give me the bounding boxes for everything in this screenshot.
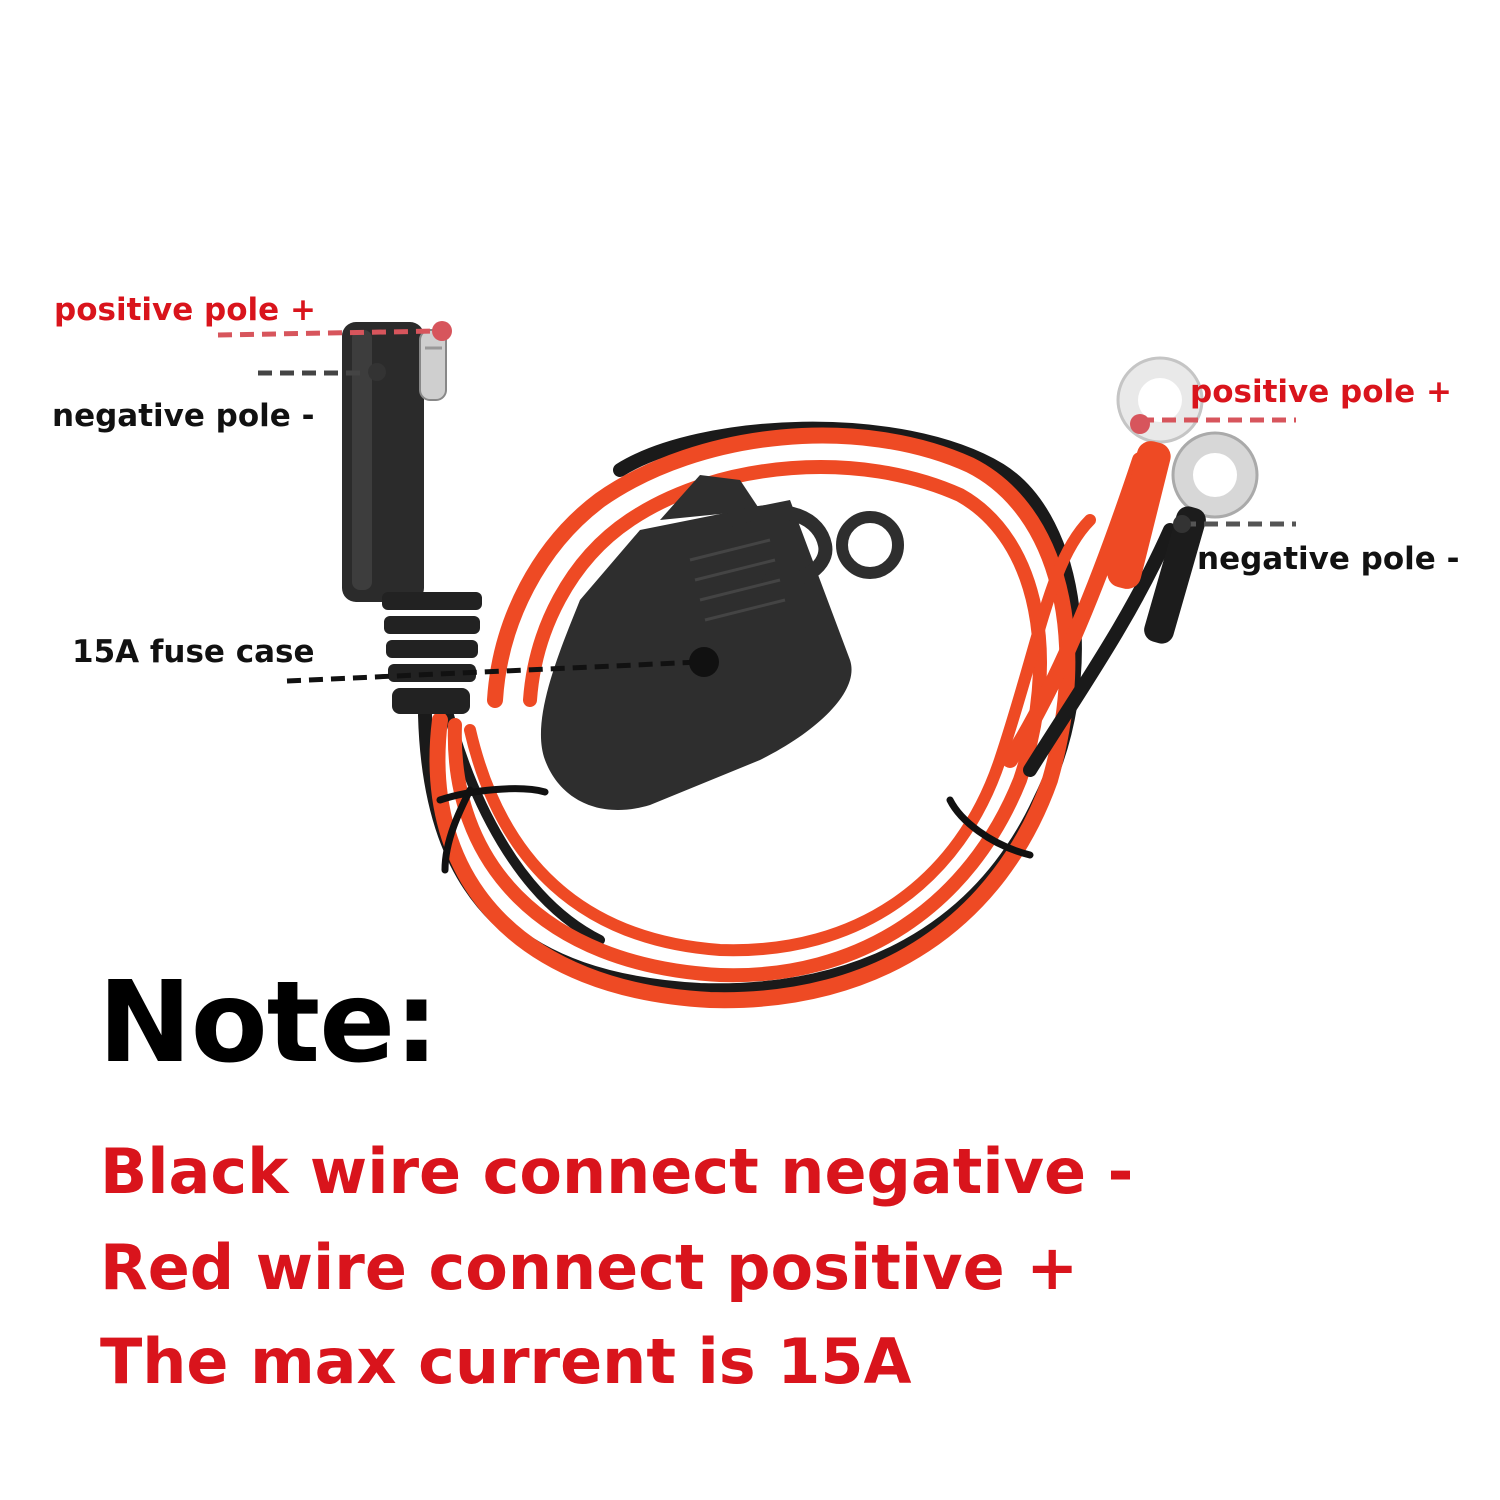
leader-left-positive — [217, 321, 452, 341]
leader-fuse-case — [286, 647, 719, 684]
note-line-red-wire: Red wire connect positive + — [100, 1231, 1079, 1304]
sae-connector — [342, 322, 482, 714]
leader-right-positive — [1130, 414, 1296, 434]
leader-right-negative — [1173, 515, 1296, 533]
left-negative-pole-label: negative pole - — [52, 398, 315, 434]
fuse-holder — [540, 475, 904, 810]
leader-left-negative — [258, 363, 386, 381]
left-positive-pole-label: positive pole + — [54, 292, 316, 328]
zip-ties — [436, 785, 1034, 874]
right-positive-pole-label: positive pole + — [1190, 374, 1452, 410]
fuse-case-label: 15A fuse case — [72, 634, 315, 670]
right-negative-pole-label: negative pole - — [1197, 541, 1460, 577]
note-line-black-wire: Black wire connect negative - — [100, 1135, 1134, 1208]
ring-terminals — [1107, 356, 1259, 644]
note-line-max-current: The max current is 15A — [100, 1325, 912, 1398]
note-title: Note: — [98, 958, 439, 1088]
